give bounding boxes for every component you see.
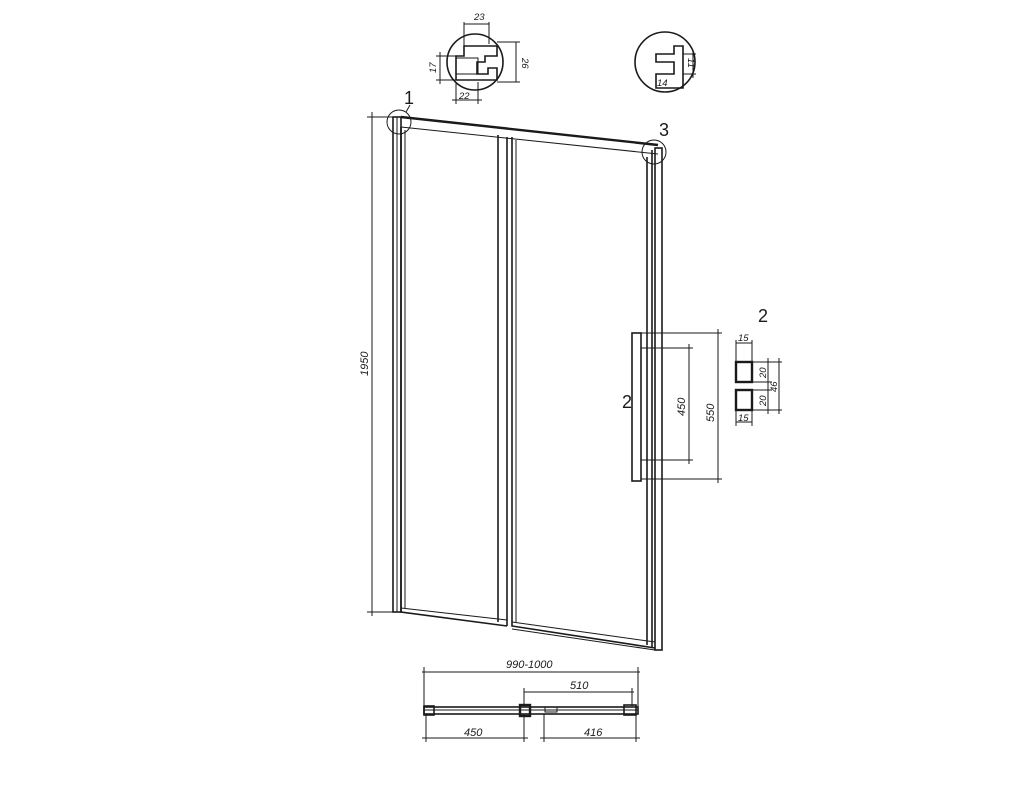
callout-2-section: 2: [758, 306, 768, 326]
detail-3-dim-bottom: 14: [657, 78, 668, 89]
section-dim-width-bottom: 15: [738, 413, 749, 424]
callout-2-handle: 2: [622, 392, 632, 412]
handle-section-lower: [734, 388, 754, 412]
dim-top-width: 510: [570, 680, 589, 692]
dim-width-total: 990-1000: [506, 659, 553, 671]
top-rail: [400, 115, 659, 147]
dim-handle-outer: 550: [705, 403, 717, 422]
handle-section-detail: 2 15 20 20 46 15: [734, 306, 782, 426]
detail-3-circle: [634, 31, 696, 93]
detail-3-shape: [655, 45, 684, 89]
door-elevation: 1950 1 3 2: [359, 88, 722, 651]
detail-1-dim-left: 17: [428, 62, 439, 73]
callout-3: 3: [659, 120, 669, 140]
door-handle: [631, 332, 642, 482]
detail-3-profile: 11 14: [634, 31, 696, 93]
section-dim-upper: 20: [758, 367, 769, 379]
section-dim-width-top: 15: [738, 333, 749, 344]
detail-1-circle: [446, 33, 504, 91]
detail-1-marker: [386, 109, 412, 135]
detail-1-profile: 23 26 17 22: [428, 12, 530, 104]
section-dim-total: 46: [769, 381, 780, 392]
wall-profile-right: [654, 147, 663, 651]
detail-1-shape: [455, 45, 498, 81]
dim-height: 1950: [359, 351, 371, 376]
detail-3-dim-right: 11: [685, 58, 696, 68]
detail-1-dim-top: 23: [473, 12, 485, 23]
dim-opening: 416: [584, 727, 603, 739]
callout-1: 1: [404, 88, 414, 108]
detail-1-dim-right: 26: [519, 57, 530, 69]
dim-handle-inner: 450: [676, 397, 688, 416]
plan-view: 990-1000 510 450 416: [422, 659, 640, 742]
detail-3-marker: [641, 139, 667, 165]
fixed-panel: [400, 127, 508, 627]
handle-section-upper: [734, 360, 754, 384]
sliding-panel: [511, 137, 656, 649]
dim-fixed-panel: 450: [464, 727, 483, 739]
detail-1-dim-bottom: 22: [458, 91, 470, 102]
section-dim-lower: 20: [758, 395, 769, 407]
